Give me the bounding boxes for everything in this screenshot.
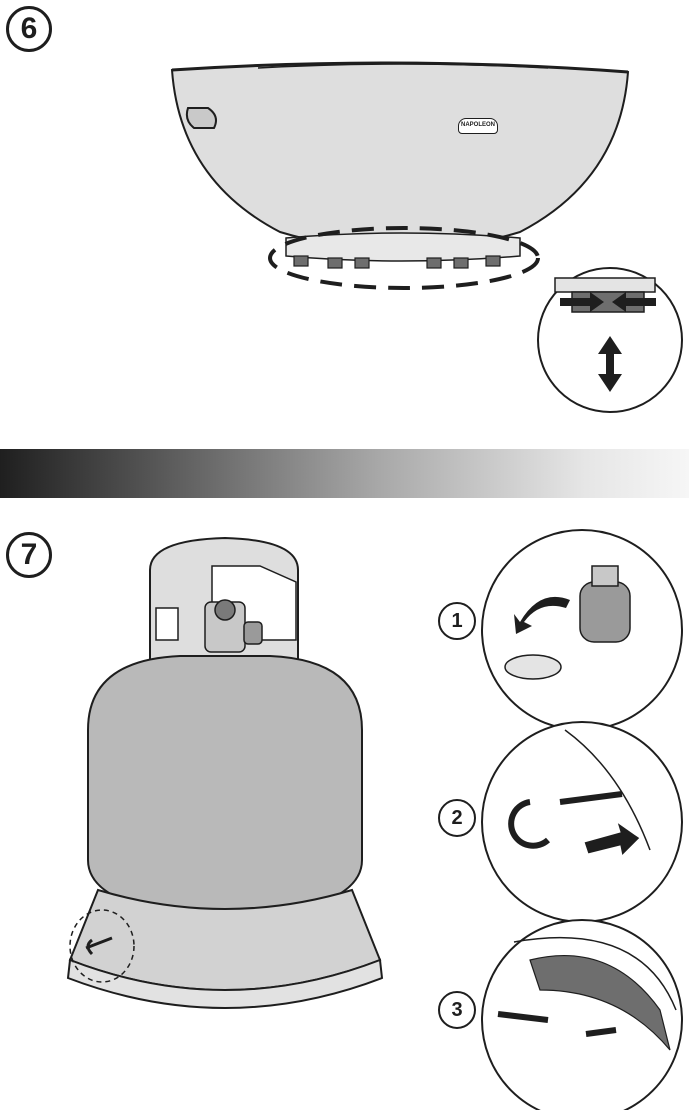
propane-tank-illustration: [66, 529, 683, 1110]
brand-logo: NAPOLEON: [458, 118, 498, 134]
substep-2-badge: 2: [438, 799, 476, 837]
remove-arrow: [514, 596, 570, 634]
feet-highlight-ellipse: [268, 226, 540, 290]
adjust-height-arrow: [598, 336, 622, 392]
substep-1-badge: 1: [438, 602, 476, 640]
brand-logo-text: NAPOLEON: [460, 122, 495, 128]
bowl-handle: [185, 107, 217, 129]
substep-3-badge: 3: [438, 991, 476, 1029]
push-arrow: [583, 820, 641, 858]
step-6-badge: 6: [6, 6, 52, 52]
fire-bowl-illustration: [170, 61, 683, 413]
screw-highlight-circle: [69, 909, 135, 983]
rotate-arrow: [508, 799, 551, 849]
bowl-feet: [293, 255, 501, 269]
section-divider: [0, 449, 689, 498]
step-7-badge: 7: [6, 532, 52, 578]
